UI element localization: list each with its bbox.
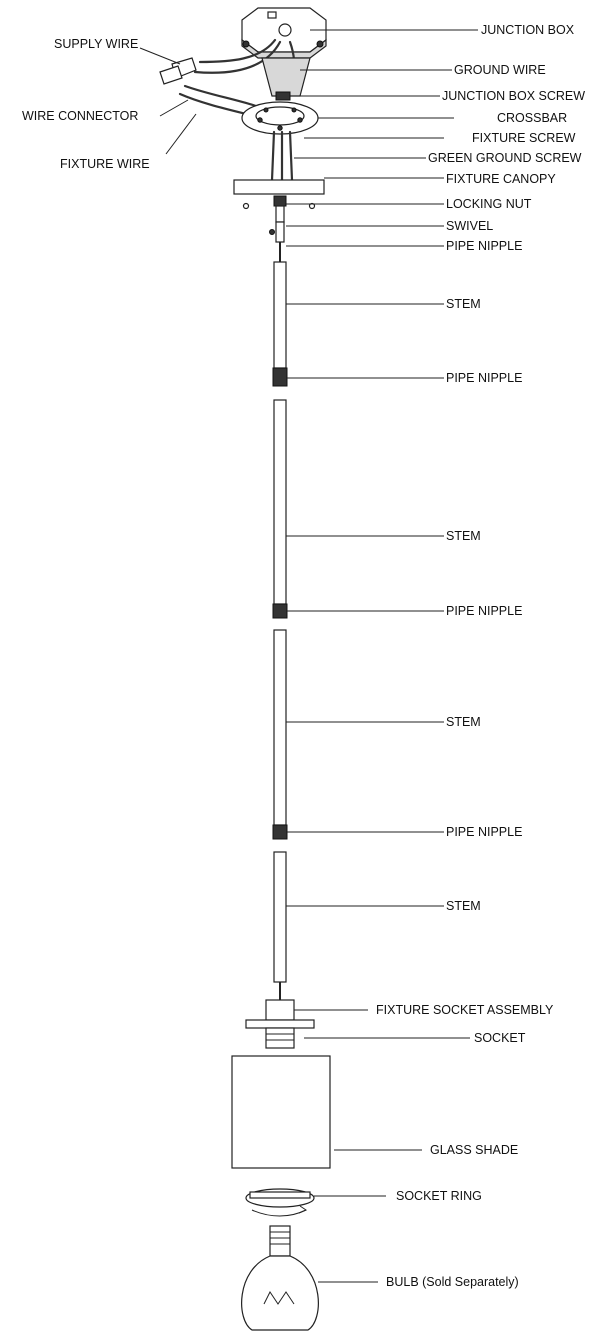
- label-fixture-canopy: FIXTURE CANOPY: [446, 172, 556, 186]
- junction-box: [241, 7, 327, 59]
- label-fixture-screw: FIXTURE SCREW: [472, 131, 576, 145]
- label-green-ground-screw: GREEN GROUND SCREW: [428, 151, 582, 165]
- label-wire-connector: WIRE CONNECTOR: [22, 109, 138, 123]
- label-crossbar: CROSSBAR: [497, 111, 567, 125]
- label-junction-box-screw: JUNCTION BOX SCREW: [442, 89, 585, 103]
- label-socket: SOCKET: [474, 1031, 526, 1045]
- label-swivel: SWIVEL: [446, 219, 493, 233]
- socket: [265, 1027, 295, 1049]
- label-supply-wire: SUPPLY WIRE: [54, 37, 138, 51]
- label-ground-wire: GROUND WIRE: [454, 63, 546, 77]
- label-stem-4: STEM: [446, 899, 481, 913]
- label-pipe-nipple-1: PIPE NIPPLE: [446, 239, 522, 253]
- canopy-wires: [270, 130, 294, 182]
- bulb: [241, 1225, 319, 1331]
- label-locking-nut: LOCKING NUT: [446, 197, 532, 211]
- label-junction-box: JUNCTION BOX: [481, 23, 575, 37]
- label-fixture-socket-assembly: FIXTURE SOCKET ASSEMBLY: [376, 1003, 554, 1017]
- label-pipe-nipple-4: PIPE NIPPLE: [446, 825, 522, 839]
- junction-box-screw: [275, 91, 291, 101]
- leader-lines: [139, 29, 478, 1283]
- label-stem-3: STEM: [446, 715, 481, 729]
- ground-wire-cone: [261, 57, 311, 97]
- stem-assembly: [272, 242, 288, 1000]
- label-pipe-nipple-2: PIPE NIPPLE: [446, 371, 522, 385]
- fixture-socket-assembly: [245, 999, 315, 1029]
- fixture-canopy: [233, 179, 325, 210]
- label-socket-ring: SOCKET RING: [396, 1189, 482, 1203]
- label-stem-1: STEM: [446, 297, 481, 311]
- socket-ring: [245, 1188, 315, 1217]
- label-stem-2: STEM: [446, 529, 481, 543]
- locking-nut-swivel: [269, 195, 287, 243]
- label-pipe-nipple-3: PIPE NIPPLE: [446, 604, 522, 618]
- wire-connector: [159, 57, 197, 85]
- label-bulb: BULB (Sold Separately): [386, 1275, 519, 1289]
- label-glass-shade: GLASS SHADE: [430, 1143, 518, 1157]
- crossbar: [241, 101, 319, 135]
- label-fixture-wire: FIXTURE WIRE: [60, 157, 150, 171]
- glass-shade: [231, 1055, 331, 1169]
- labels: JUNCTION BOX SUPPLY WIRE GROUND WIRE JUN…: [22, 23, 585, 1289]
